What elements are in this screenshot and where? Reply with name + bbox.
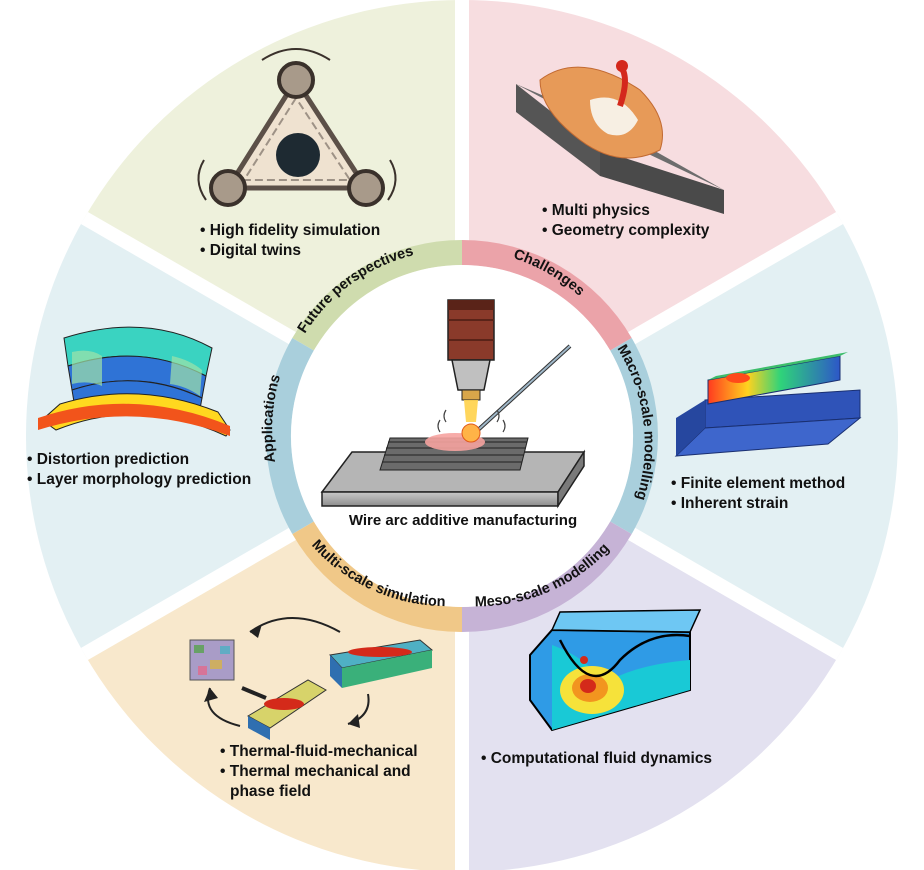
fe-mesh-illustration [674, 352, 862, 457]
macro-bullets: • Finite element method • Inherent strai… [671, 474, 845, 514]
multi-bullet-1: • Thermal-fluid-mechanical [220, 743, 418, 760]
macro-bullet-2: • Inherent strain [671, 495, 789, 512]
melt-pool-illustration [516, 60, 724, 214]
challenges-bullet-2: • Geometry complexity [542, 222, 710, 239]
future-bullet-1: • High fidelity simulation [200, 222, 381, 239]
multi-bullets: • Thermal-fluid-mechanical • Thermal mec… [220, 742, 418, 802]
applications-bullet-1: • Distortion prediction [27, 451, 190, 468]
inner-band-ring [266, 240, 658, 632]
future-bullet-2: • Digital twins [200, 242, 302, 259]
distortion-illustration [38, 326, 231, 437]
meso-bullets: • Computational fluid dynamics [481, 749, 712, 769]
challenges-bullet-1: • Multi physics [542, 202, 650, 219]
future-bullets: • High fidelity simulation • Digital twi… [200, 221, 380, 261]
applications-bullets: • Distortion prediction • Layer morpholo… [27, 450, 251, 490]
multi-bullet-2: • Thermal mechanical and [220, 763, 411, 780]
multi-bullet-3: phase field [230, 783, 311, 800]
applications-bullet-2: • Layer morphology prediction [27, 471, 252, 488]
multiscale-illustration [189, 617, 434, 740]
digital-twin-triangle-icon [197, 48, 397, 207]
cfd-meltpool-illustration [529, 609, 702, 732]
center-title: Wire arc additive manufacturing [348, 512, 578, 529]
macro-bullet-1: • Finite element method [671, 475, 846, 492]
challenges-bullets: • Multi physics • Geometry complexity [542, 201, 709, 241]
meso-bullet-1: • Computational fluid dynamics [481, 750, 713, 767]
waam-torch-illustration [320, 299, 586, 509]
